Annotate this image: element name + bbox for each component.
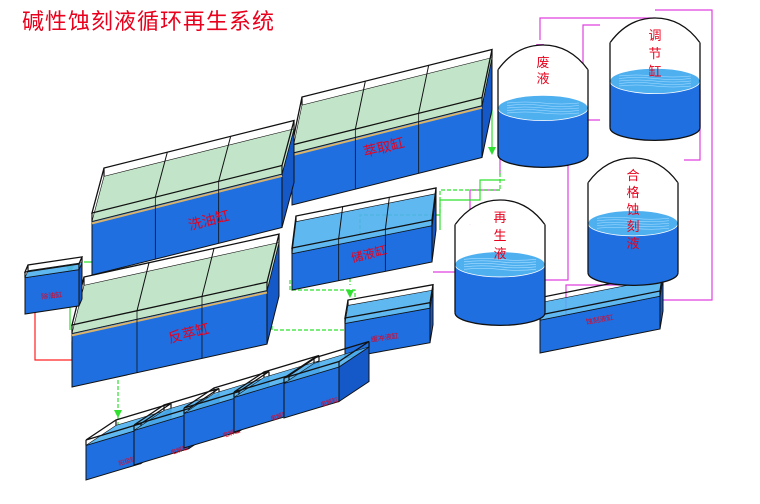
tank-oil-wash: 洗油缸 <box>91 119 295 276</box>
cylinder-waste-liquid: 废液 <box>497 44 589 168</box>
cylinder-label: 液 <box>536 72 549 87</box>
cylinder-label: 液 <box>626 237 639 252</box>
cylinder-liquid <box>455 264 545 326</box>
cylinder-ripple <box>618 77 692 80</box>
cylinder-ripple <box>618 74 692 78</box>
tank-strip <box>91 174 283 225</box>
cylinder-label: 刻 <box>626 220 639 235</box>
cylinder-base <box>609 127 701 141</box>
cylinder-label: 蚀 <box>626 203 639 218</box>
arrow-green <box>346 290 354 298</box>
cylinder-dome <box>609 17 701 44</box>
cylinder-dome <box>587 157 679 184</box>
cylinder-regenerated-liquid: 再生液 <box>454 199 546 326</box>
cylinder-label: 再 <box>493 211 506 226</box>
pipe-green <box>271 290 345 331</box>
tank-buffer: 缓冲液缸 <box>344 283 434 359</box>
cylinder-ripple <box>618 79 692 83</box>
cylinder-label: 合 <box>626 169 639 184</box>
cylinder-ripple <box>596 216 670 220</box>
cylinder-base <box>497 154 589 168</box>
tank-divider <box>154 152 168 198</box>
tank-etchant: 蚀刻液缸 <box>539 272 664 354</box>
tank-strip <box>71 291 268 337</box>
cylinder-ripple <box>618 84 692 88</box>
tank-divider <box>354 81 366 130</box>
cylinder-label: 调 <box>648 29 661 44</box>
cylinder-base <box>454 312 546 326</box>
cylinder-liquid <box>610 81 700 141</box>
tank-back-extraction: 反萃缸 <box>71 233 280 388</box>
tank-divider <box>218 136 232 182</box>
cylinder-dome <box>454 199 546 226</box>
cylinder-ripple <box>463 268 537 271</box>
cylinder-label: 节 <box>648 47 661 62</box>
diagram-title: 碱性蚀刻液循环再生系统 <box>22 10 276 35</box>
cylinder-label: 格 <box>626 185 639 201</box>
cylinder-liquid <box>588 223 678 286</box>
tank-divider <box>201 248 215 297</box>
cylinder-ripple <box>596 221 670 225</box>
tank-divider <box>338 206 344 239</box>
tank-label: 除油缸 <box>41 290 63 301</box>
pipe-green <box>289 280 356 300</box>
cylinder-ripple <box>463 258 537 261</box>
tank-divider <box>136 262 150 311</box>
cylinder-ripple <box>506 104 580 107</box>
cylinder-adjust-tank: 调节缸 <box>609 17 701 141</box>
cylinder-ripple <box>596 219 670 223</box>
tank-divider <box>384 197 390 230</box>
cylinder-label: 生 <box>493 229 506 244</box>
cylinder-ripple <box>506 106 580 110</box>
cylinder-base <box>587 272 679 286</box>
pipe-green <box>359 170 501 235</box>
arrow-green <box>488 147 496 155</box>
cylinder-ripple <box>618 82 692 85</box>
pipe-magenta <box>655 9 713 301</box>
arrow-green <box>114 410 122 418</box>
cylinder-ripple <box>463 265 537 269</box>
cylinder-ripple <box>506 101 580 105</box>
cylinder-dome <box>497 44 589 71</box>
tank-extraction: 萃取缸 <box>291 48 493 206</box>
cylinder-label: 液 <box>493 247 506 262</box>
cylinder-ripple <box>596 224 670 228</box>
cylinder-ripple <box>506 111 580 115</box>
tank-storage: 储液缸 <box>291 187 437 291</box>
tank-degreasing: 除油缸 <box>23 256 84 315</box>
cylinder-ripple <box>463 260 537 264</box>
cylinder-ripple <box>506 109 580 112</box>
tank-label: 缓冲液缸 <box>370 331 399 344</box>
cylinder-liquid <box>498 108 588 168</box>
cylinder-label: 废 <box>536 55 549 71</box>
tank-divider <box>418 65 430 114</box>
cylinder-ripple <box>596 226 670 230</box>
tank-strip <box>291 106 483 157</box>
tank-electrolysis: 电解缸 <box>283 340 370 419</box>
cylinder-label: 缸 <box>648 64 661 80</box>
cylinder-ripple <box>463 263 537 266</box>
